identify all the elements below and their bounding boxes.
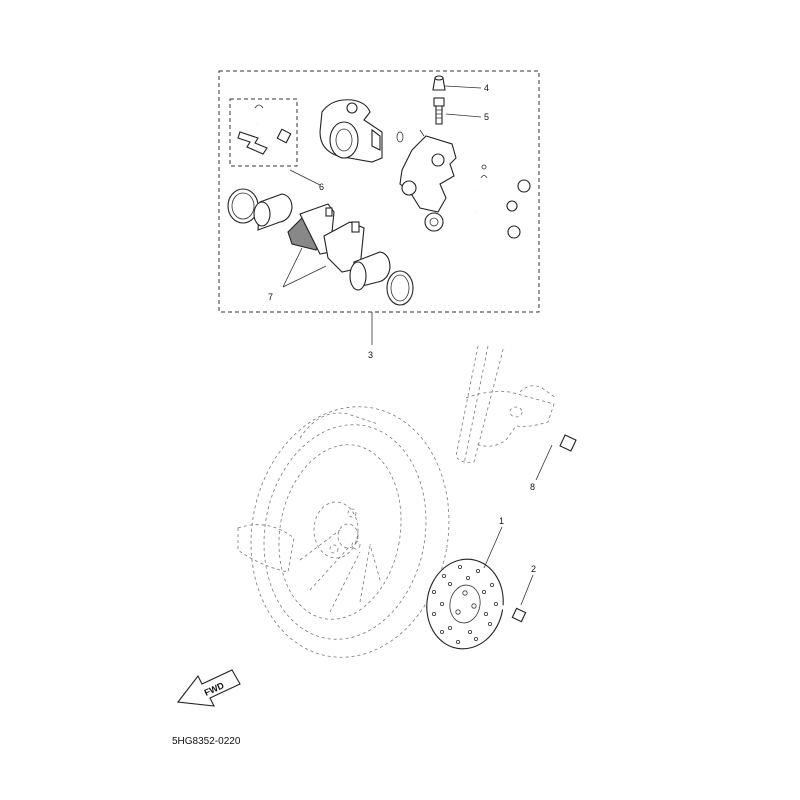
pad-pin-kit-box xyxy=(229,98,298,167)
brake-disc-icon xyxy=(426,558,504,650)
bleed-cap-icon xyxy=(432,75,446,91)
leader-2 xyxy=(520,574,534,606)
caliper-bolt-lower-icon xyxy=(475,210,521,239)
leader-4 xyxy=(444,85,482,89)
callout-5: 5 xyxy=(484,112,489,122)
callout-6: 6 xyxy=(319,182,324,192)
piston-right-icon xyxy=(349,251,391,291)
pad-pin-icon xyxy=(256,122,292,144)
bleed-screw-icon xyxy=(433,97,445,125)
caliper-bracket-icon xyxy=(319,99,383,163)
caliper-assembly-box xyxy=(218,70,540,313)
leader-7a xyxy=(282,247,303,288)
disc-bolt-icon xyxy=(499,604,527,623)
leader-6 xyxy=(289,169,321,186)
callout-3: 3 xyxy=(368,350,373,360)
fwd-direction-arrow: FWD xyxy=(176,669,241,707)
front-fork-icon xyxy=(455,345,557,465)
leader-7b xyxy=(282,265,327,288)
leader-8 xyxy=(535,444,553,481)
drawing-code: 5HG8352-0220 xyxy=(172,736,241,747)
caliper-bolt-upper-icon xyxy=(481,164,531,193)
caliper-bolt-mid-icon xyxy=(477,175,518,212)
leader-5 xyxy=(445,113,482,118)
piston-left-icon xyxy=(253,193,293,231)
callout-4: 4 xyxy=(484,83,489,93)
callout-2: 2 xyxy=(531,564,536,574)
leader-1 xyxy=(483,526,503,569)
callout-7: 7 xyxy=(268,292,273,302)
caliper-mount-bolt-icon xyxy=(544,429,577,452)
front-wheel-icon xyxy=(237,406,450,658)
caliper-body-icon xyxy=(399,129,457,232)
piston-seal-left-icon xyxy=(227,188,259,224)
pad-clip-icon xyxy=(237,104,268,155)
piston-seal-right-icon xyxy=(386,270,414,306)
oring-small-icon xyxy=(396,131,404,143)
callout-8: 8 xyxy=(530,482,535,492)
callout-1: 1 xyxy=(499,516,504,526)
